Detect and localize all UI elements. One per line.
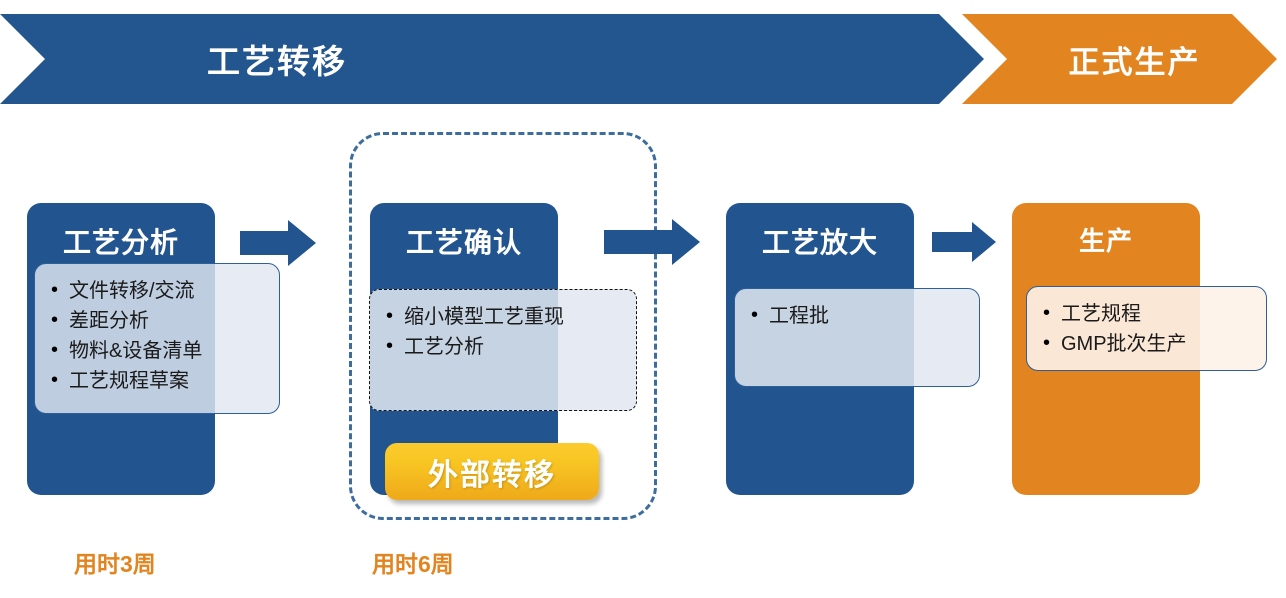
list-item: 工程批	[749, 300, 965, 331]
callout-production: 工艺规程 GMP批次生产	[1026, 286, 1267, 371]
stage-title-production: 生产	[1078, 226, 1133, 256]
callout-process-analysis: 文件转移/交流 差距分析 物料&设备清单 工艺规程草案	[34, 263, 280, 414]
list-item: GMP批次生产	[1041, 328, 1252, 359]
external-transfer-group-outline	[349, 132, 657, 520]
stage-title-process-analysis: 工艺分析	[62, 227, 179, 258]
banner-formal-production-label: 正式生产	[1068, 44, 1201, 80]
banner-process-transfer: 工艺转移	[0, 14, 984, 104]
list-item: 差距分析	[49, 305, 265, 336]
external-transfer-badge-label: 外部转移	[428, 458, 556, 492]
list-item: 工艺分析	[384, 331, 622, 362]
list-item: 文件转移/交流	[49, 275, 265, 306]
arrow-right-icon-1	[240, 220, 316, 266]
arrow-right-icon-2	[604, 219, 700, 265]
banner-formal-production: 正式生产	[962, 14, 1277, 104]
external-transfer-badge[interactable]: 外部转移	[385, 443, 599, 500]
duration-label-stage-2: 用时6周	[372, 551, 454, 577]
list-item: 工艺规程	[1041, 298, 1252, 329]
arrow-right-icon-3	[932, 222, 996, 262]
banner-process-transfer-label: 工艺转移	[207, 43, 347, 80]
callout-process-confirmation: 缩小模型工艺重现 工艺分析	[369, 289, 637, 411]
stage-title-process-scale-up: 工艺放大	[761, 227, 878, 258]
list-item: 物料&设备清单	[49, 335, 265, 366]
stage-title-process-confirmation: 工艺确认	[405, 227, 522, 258]
duration-label-stage-1: 用时3周	[74, 551, 156, 577]
list-item: 缩小模型工艺重现	[384, 301, 622, 332]
list-item: 工艺规程草案	[49, 365, 265, 396]
callout-process-scale-up: 工程批	[734, 288, 980, 387]
